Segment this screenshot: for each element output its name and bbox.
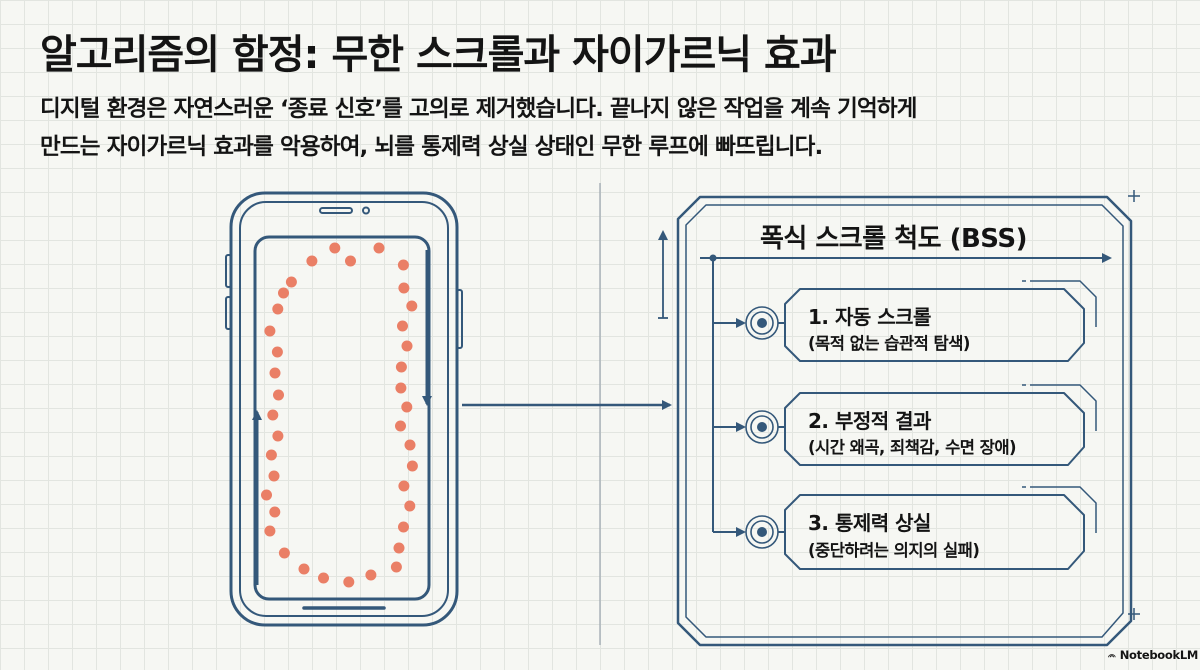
scroll-dot [406, 300, 418, 312]
scroll-dot [298, 563, 310, 575]
scroll-dot [329, 242, 341, 254]
scroll-dot [278, 547, 290, 559]
bss-item-2-title: 2. 부정적 결과 [808, 409, 931, 433]
bss-item-3-box [745, 486, 1097, 570]
scroll-dot [264, 325, 276, 337]
scroll-dot [365, 569, 377, 581]
scroll-dot [406, 460, 418, 472]
bss-item-1-title: 1. 자동 스크롤 [808, 305, 931, 329]
scroll-dot [285, 276, 297, 288]
scroll-dot [395, 361, 407, 373]
scroll-dot [345, 255, 356, 267]
scroll-dot [318, 572, 329, 584]
scroll-dot [278, 287, 289, 299]
phone-illustration [225, 191, 463, 627]
scroll-dot [343, 576, 355, 588]
target-icon [745, 515, 779, 549]
scroll-dot [398, 480, 410, 492]
scroll-dot [265, 449, 277, 461]
bss-item-2-box [745, 384, 1097, 466]
panel-inner-frame [685, 204, 1124, 638]
page-title: 알고리즘의 함정: 무한 스크롤과 자이가르닉 효과 [40, 32, 837, 78]
scroll-dot [268, 470, 280, 482]
scroll-dot [397, 320, 408, 332]
scroll-dot [269, 367, 281, 379]
bss-panel-title: 폭식 스크롤 척도 (BSS) [760, 224, 1027, 254]
scroll-dot [269, 506, 281, 518]
panel-outer-frame [676, 195, 1133, 647]
plus-mark-top [1128, 190, 1140, 202]
notebooklm-logo-icon [1108, 654, 1116, 658]
phone-body [229, 191, 459, 627]
plus-mark-bottom [1128, 608, 1140, 620]
scroll-dot [397, 259, 409, 271]
scroll-dot [393, 542, 405, 554]
scroll-dot [271, 346, 283, 358]
scroll-dot [398, 282, 410, 294]
scroll-dot [273, 389, 284, 401]
scroll-dot [272, 303, 284, 315]
bss-item-1-subtitle: (목적 없는 습관적 탐색) [808, 334, 970, 353]
notebooklm-logo-text: NotebookLM [1119, 648, 1199, 662]
scroll-dot [390, 561, 402, 573]
scroll-dot [395, 420, 406, 432]
target-icon [745, 410, 779, 444]
bss-item-1-box [745, 280, 1097, 362]
phone-side-button-left-2 [225, 296, 232, 330]
scroll-dot [261, 489, 272, 501]
bss-panel [658, 190, 1140, 647]
subtitle-line-1: 디지털 환경은 자연스러운 ‘종료 신호’를 고의로 제거했습니다. 끝나지 않… [40, 96, 918, 122]
phone-side-button-left-1 [225, 254, 232, 288]
scroll-dot [398, 521, 409, 533]
phone-bezel [239, 201, 449, 617]
phone-side-button-right [456, 289, 463, 349]
phone-speaker [319, 207, 353, 214]
notebooklm-logo: NotebookLM [1108, 645, 1198, 665]
scroll-dot [272, 430, 284, 442]
scroll-dot [401, 401, 413, 413]
bss-item-2-subtitle: (시간 왜곡, 죄책감, 수면 장애) [808, 438, 1017, 457]
bss-item-3-subtitle: (중단하려는 의지의 실패) [808, 541, 980, 560]
scroll-dot [404, 500, 416, 512]
scroll-dot [373, 242, 385, 254]
scroll-dot [306, 255, 318, 267]
scroll-dot [264, 525, 276, 537]
scroll-dot [267, 409, 279, 421]
scroll-dot [404, 439, 416, 451]
page-subtitle: 디지털 환경은 자연스러운 ‘종료 신호’를 고의로 제거했습니다. 끝나지 않… [40, 90, 1160, 166]
scroll-dot [401, 340, 413, 352]
infinite-scroll-dot-loop [261, 242, 418, 588]
phone-camera [362, 206, 370, 215]
scroll-dot [395, 382, 407, 394]
bss-item-3-title: 3. 통제력 상실 [808, 511, 931, 535]
target-icon [745, 306, 779, 340]
subtitle-line-2: 만드는 자이가르닉 효과를 악용하여, 뇌를 통제력 상실 상태인 무한 루프에… [40, 134, 823, 160]
